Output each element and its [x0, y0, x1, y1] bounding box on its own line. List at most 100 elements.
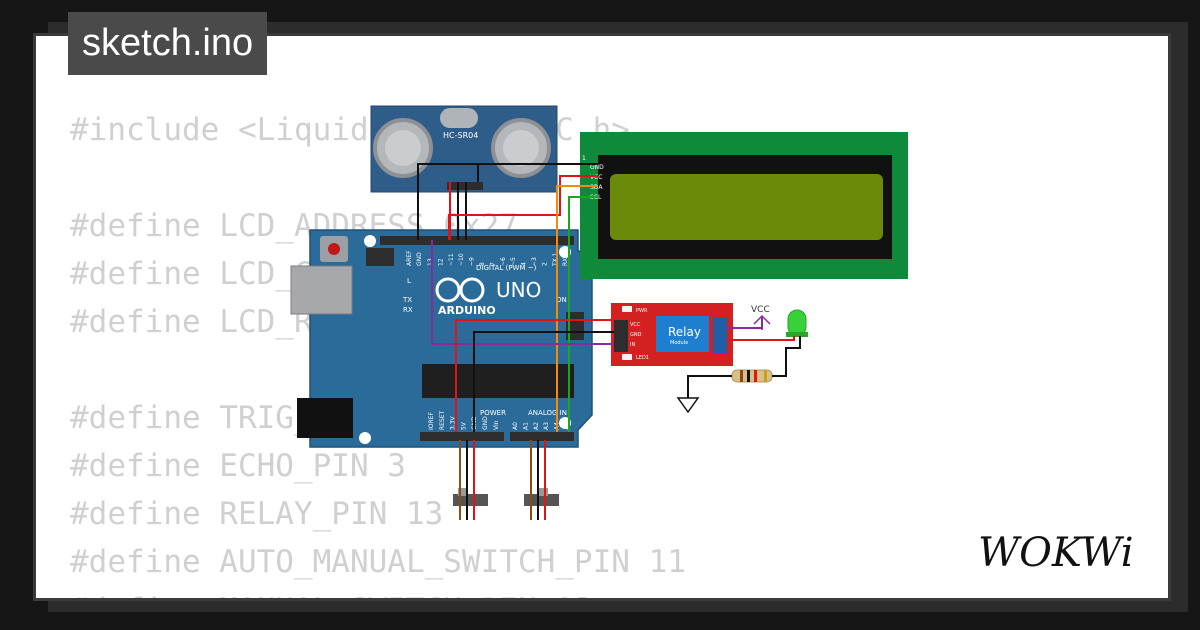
- pin-label: A2: [533, 422, 540, 430]
- resistor-band: [740, 370, 743, 382]
- digital-header: [380, 236, 574, 245]
- analog-header: [510, 432, 574, 441]
- crystal-oscillator: [440, 108, 478, 128]
- pin-label: ~3: [531, 257, 538, 266]
- code-line: #define MANUAL_SWITCH_PIN 12: [70, 586, 686, 598]
- code-line: #define AUTO_MANUAL_SWITCH_PIN 11: [70, 544, 686, 580]
- pin-label: 8: [479, 262, 486, 266]
- pin-label: 5V: [460, 421, 467, 430]
- pin-label: Vin: [493, 420, 500, 430]
- wire-ground: [687, 375, 732, 398]
- sensor-model-label: HC-SR04: [443, 131, 478, 140]
- arduino-logo-icon: [435, 277, 461, 303]
- wire-relay-com: [727, 318, 763, 329]
- reset-button-cap[interactable]: [328, 243, 340, 255]
- wire-lcd-vcc: [448, 175, 598, 240]
- status-led-icon: [622, 354, 632, 360]
- code-line: #define ECHO_PIN 3: [70, 448, 406, 484]
- led-component[interactable]: [786, 309, 808, 337]
- switch-lever-icon[interactable]: [538, 488, 548, 496]
- resistor-band: [747, 370, 750, 382]
- board-model-label: UNO: [496, 278, 541, 302]
- wire-lcd-sda: [556, 185, 598, 432]
- switch-lever-icon[interactable]: [458, 488, 468, 496]
- pin-label: 4: [521, 262, 528, 266]
- pin-label: TX 1: [552, 252, 559, 267]
- relay-pin-header: [614, 320, 628, 352]
- pin-label: RESET: [439, 410, 446, 430]
- pin-label: RX 0: [562, 252, 569, 266]
- pin-label: 13: [427, 258, 434, 266]
- arduino-uno-board[interactable]: UNO ARDUINO DIGITAL (PWM ~) POWER ANALOG…: [290, 229, 593, 448]
- relay-pin-label: GND: [630, 332, 642, 338]
- pin-label: ~6: [500, 257, 507, 266]
- mount-hole: [359, 432, 371, 444]
- pin-label: ~9: [469, 257, 476, 266]
- led-base: [786, 332, 808, 337]
- code-line: #define RELAY_PIN 13: [70, 496, 444, 532]
- auto-manual-switch[interactable]: [453, 488, 488, 506]
- relay-pin-label: IN: [630, 342, 635, 348]
- pin-label: IOREF: [428, 412, 435, 430]
- wire-relay-no: [727, 336, 795, 341]
- pin-label: 2: [541, 262, 548, 266]
- relay-led-label: LED1: [636, 355, 649, 361]
- arduino-logo-icon: [459, 277, 485, 303]
- resistor-band: [764, 370, 767, 382]
- pin-label: 7: [489, 262, 496, 266]
- wire-sensor-gnd: [417, 163, 479, 240]
- relay-terminal-block: [713, 318, 727, 354]
- wire-lcd-scl: [568, 196, 598, 432]
- transducer-mesh-icon: [385, 130, 421, 166]
- relay-title: Relay: [668, 325, 701, 339]
- led-label: ON: [556, 296, 567, 304]
- power-header: [420, 432, 504, 441]
- relay-subtitle: Module: [670, 340, 688, 346]
- pin-label: 12: [437, 258, 444, 266]
- pin-label: ~5: [510, 257, 517, 266]
- pin-label: ~11: [448, 253, 455, 266]
- resistor[interactable]: [731, 369, 773, 383]
- usb-connector: [290, 265, 353, 315]
- code-listing: #include <LiquidCrystal_I2C.h>#define LC…: [70, 106, 686, 598]
- preview-card: #include <LiquidCrystal_I2C.h>#define LC…: [33, 33, 1171, 601]
- led-label: TX: [402, 296, 412, 304]
- pin-label: GND: [482, 416, 489, 430]
- pin-label: A5: [564, 422, 571, 430]
- relay-module[interactable]: Relay Module VCC GND IN PWR LED1: [611, 303, 733, 366]
- wire-relay-in: [431, 240, 614, 345]
- wokwi-logo-text: WOKWi: [978, 530, 1134, 576]
- pin-label: ~10: [458, 253, 465, 266]
- vcc-label: VCC: [751, 305, 770, 315]
- relay-pin-label: VCC: [630, 322, 641, 328]
- digital-header-label: DIGITAL (PWM ~): [476, 264, 537, 272]
- power-jack: [297, 398, 353, 438]
- pin-label: A1: [522, 422, 529, 430]
- pin-label: AREF: [406, 250, 413, 266]
- relay-pwr-label: PWR: [636, 308, 648, 314]
- microcontroller-chip: [422, 364, 574, 398]
- lcd-pin-label: SDA: [590, 184, 603, 191]
- wire-relay-gnd: [473, 331, 614, 432]
- ultrasonic-sensor[interactable]: HC-SR04: [370, 105, 558, 193]
- pwr-led-icon: [622, 306, 632, 312]
- lcd-display[interactable]: 1 GND VCC SDA SCL: [580, 132, 908, 279]
- vcc-symbol: VCC: [751, 305, 771, 330]
- power-header-label: POWER: [480, 409, 506, 417]
- resistor-band: [754, 370, 757, 382]
- pin-label: A3: [543, 422, 550, 430]
- lcd-pin-label: VCC: [590, 174, 602, 181]
- wire-relay-vcc: [455, 319, 614, 432]
- transducer-mesh-icon: [503, 130, 539, 166]
- lcd-screen: [610, 174, 883, 240]
- icsp-header: [366, 248, 394, 266]
- file-name-badge: sketch.ino: [68, 12, 268, 75]
- ground-icon: [676, 397, 700, 414]
- lcd-pin-one-label: 1: [582, 155, 586, 162]
- pin-label: A0: [512, 422, 519, 430]
- pin-label: 3.3V: [450, 415, 457, 430]
- relay-block: [656, 316, 709, 352]
- manual-switch[interactable]: [524, 488, 559, 506]
- ground-symbol: [676, 397, 700, 414]
